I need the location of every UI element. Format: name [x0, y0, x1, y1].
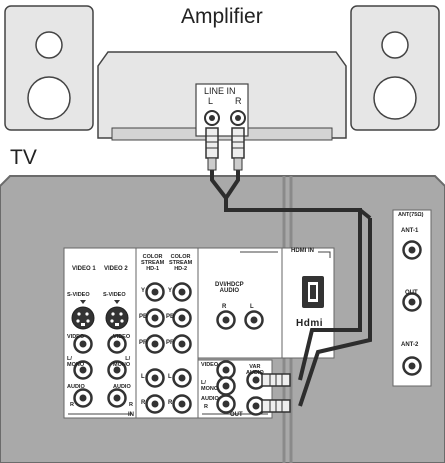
amp-plug-right [231, 127, 245, 171]
dvi-audio-l-jack [244, 310, 264, 330]
out-video-jack [216, 360, 236, 380]
hd2-audio-r-jack [172, 394, 192, 414]
ant2-label: ANT-2 [401, 342, 419, 348]
ant1-jack [402, 240, 422, 260]
var-audio-label: VAR AUDIO [246, 364, 264, 376]
video2-label: VIDEO 2 [104, 266, 128, 272]
ant2-jack [402, 356, 422, 376]
hd1-pb-jack [145, 308, 165, 328]
hdmi-logo: Hdmi [296, 318, 323, 329]
component-pb-label-2: PB [166, 314, 175, 320]
video1-label: VIDEO 1 [72, 266, 96, 272]
component-y-label-1: Y [141, 288, 146, 294]
tv-plug-lower [261, 399, 291, 413]
video1-audio-l-jack [73, 360, 93, 380]
hdmi-port [302, 276, 324, 308]
video1-video-jack [73, 334, 93, 354]
out-label: OUT [230, 412, 243, 418]
out-audio-r-jack [216, 394, 236, 414]
component-pr-label-1: PR [139, 340, 148, 346]
s-video-arrow-1 [80, 300, 86, 304]
s-video-label-1: S-VIDEO [67, 292, 90, 298]
hdmi-bracket [240, 251, 331, 258]
hd1-y-jack [145, 282, 165, 302]
video-label-2: VIDEO [113, 334, 131, 340]
component-panel [135, 247, 199, 419]
dvi-l-label: L [250, 304, 254, 310]
dvi-r-label: R [222, 304, 227, 310]
hd2-pr-jack [172, 334, 192, 354]
hd1-pr-jack [145, 334, 165, 354]
tv-plug-upper [261, 373, 291, 387]
amp-plug-left [205, 127, 219, 171]
dvi-panel [197, 247, 283, 359]
r-label-2: R [129, 402, 133, 408]
tv-title: TV [10, 146, 37, 169]
cable-amp-to-tv [210, 170, 372, 407]
component-pb-label-1: PB [139, 314, 148, 320]
video1-audio-r-jack [73, 388, 93, 408]
ant-out-jack [402, 292, 422, 312]
video-label-1: VIDEO [67, 334, 85, 340]
component-r-label-2: R [168, 400, 173, 406]
out-video-label: VIDEO [201, 362, 219, 368]
out-audio-label: AUDIO [201, 396, 219, 402]
s-video-label-2: S-VIDEO [103, 292, 126, 298]
line-in-left-label: L [208, 96, 214, 106]
line-in-label: LINE IN [204, 86, 236, 96]
out-l-mono-label: L/ MONO [201, 380, 219, 392]
color-stream-hd2-label: COLOR STREAM HD-2 [169, 254, 193, 272]
ant1-label: ANT-1 [401, 228, 419, 234]
left-speaker [4, 5, 94, 131]
right-speaker [350, 5, 440, 131]
r-label-1: R [70, 402, 74, 408]
ant-out-label: OUT [405, 290, 418, 296]
hdmi-in-label: HDMI IN [291, 248, 314, 254]
component-y-label-2: Y [168, 288, 173, 294]
audio-label-1: AUDIO [67, 384, 85, 390]
video2-audio-l-jack [107, 360, 127, 380]
hd2-audio-l-jack [172, 368, 192, 388]
hd2-pb-jack [172, 308, 192, 328]
av-input-panel [63, 247, 137, 419]
l-mono-label-1: L/ MONO [67, 356, 85, 368]
hd2-y-jack [172, 282, 192, 302]
video2-audio-r-jack [107, 388, 127, 408]
antenna-title: ANT(75Ω) [398, 212, 424, 218]
audio-label-2: AUDIO [113, 384, 131, 390]
out-audio-l-jack [216, 376, 236, 396]
component-r-label-1: R [141, 400, 146, 406]
amplifier-box [97, 51, 347, 141]
video2-video-jack [107, 334, 127, 354]
color-stream-hd1-label: COLOR STREAM HD-1 [141, 254, 165, 272]
dvi-hdcp-audio-label: DVI/HDCP AUDIO [215, 282, 244, 294]
component-l-label-2: L [168, 374, 172, 380]
line-in-right-label: R [235, 96, 242, 106]
out-r-label: R [204, 404, 208, 410]
component-pr-label-2: PR [166, 340, 175, 346]
s-video-jack-2 [105, 306, 129, 330]
dvi-audio-r-jack [216, 310, 236, 330]
hd1-audio-l-jack [145, 368, 165, 388]
l-mono-label-2: L/ MONO [113, 356, 131, 368]
hd1-audio-r-jack [145, 394, 165, 414]
s-video-arrow-2 [114, 300, 120, 304]
in-label: IN [128, 412, 134, 418]
component-l-label-1: L [141, 374, 145, 380]
s-video-jack-1 [71, 306, 95, 330]
amplifier-title: Amplifier [181, 5, 263, 28]
